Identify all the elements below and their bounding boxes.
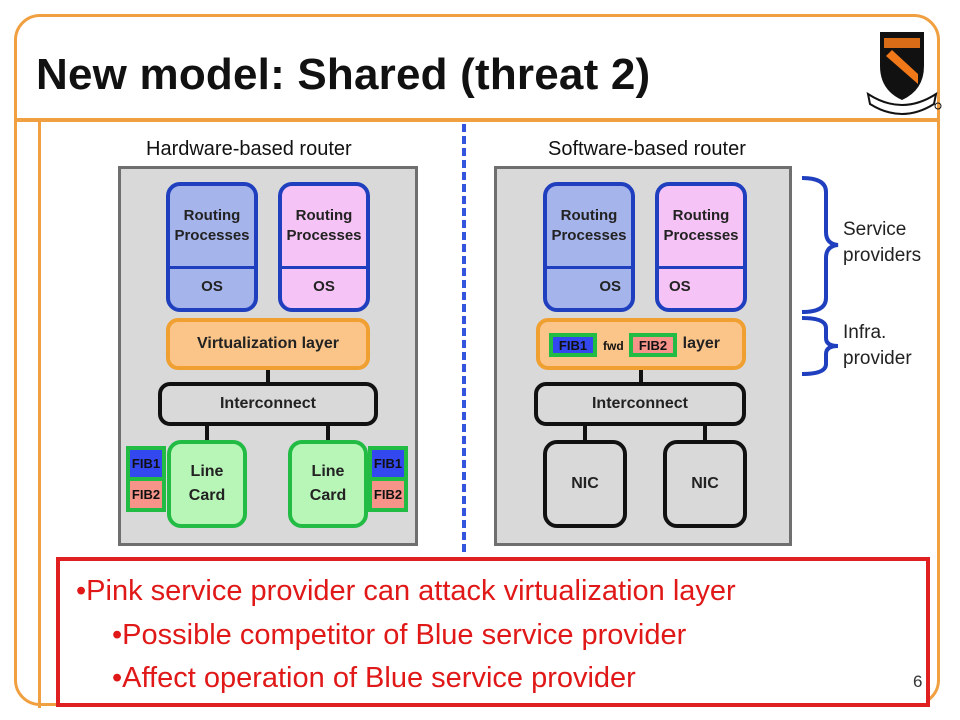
os-label: OS: [313, 277, 335, 295]
routing-processes-label: Routing Processes: [547, 186, 631, 269]
routing-process-pink: Routing Processes OS: [655, 182, 747, 312]
layer-label: layer: [682, 335, 720, 352]
connector-line: [639, 370, 643, 384]
dashed-divider: [462, 124, 466, 552]
routing-processes-label: Routing Processes: [659, 186, 743, 269]
fib2-box: FIB2: [629, 333, 677, 357]
title-rule: [14, 118, 940, 122]
routing-processes-label: Routing Processes: [170, 186, 254, 269]
connector-line: [205, 426, 209, 440]
hardware-router-label: Hardware-based router: [146, 138, 352, 160]
infra-provider-brace: [801, 316, 839, 376]
service-providers-label: Service providers: [843, 219, 922, 266]
nic-left: NIC: [543, 440, 627, 528]
bullet-main: •Pink service provider can attack virtua…: [76, 575, 736, 607]
connector-line: [326, 426, 330, 440]
line-card-left: Line Card: [167, 440, 247, 528]
routing-process-blue: Routing Processes OS: [166, 182, 258, 312]
interconnect-right: Interconnect: [534, 382, 746, 426]
interconnect-left: Interconnect: [158, 382, 378, 426]
university-shield-logo: [866, 32, 942, 115]
fib2-label: FIB2: [372, 481, 404, 508]
fib2-label: FIB2: [130, 481, 162, 508]
page-number: 6: [913, 672, 923, 691]
virtualization-layer: Virtualization layer: [166, 318, 370, 370]
threat-callout-box: •Pink service provider can attack virtua…: [56, 557, 930, 707]
fib-stack-right: FIB1 FIB2: [368, 446, 408, 512]
routing-process-pink: Routing Processes OS: [278, 182, 370, 312]
fib1-label: FIB1: [372, 450, 404, 477]
connector-line: [266, 370, 270, 384]
connector-line: [703, 426, 707, 440]
bullet-sub-1: •Possible competitor of Blue service pro…: [112, 619, 687, 651]
bullet-sub-2: •Affect operation of Blue service provid…: [112, 662, 636, 694]
os-label: OS: [599, 277, 621, 295]
fib-stack-left: FIB1 FIB2: [126, 446, 166, 512]
os-label: OS: [669, 277, 691, 295]
fwd-label: fwd: [603, 339, 624, 353]
left-rule: [38, 120, 41, 708]
slide-title: New model: Shared (threat 2): [36, 50, 651, 99]
fib1-label: FIB1: [130, 450, 162, 477]
infra-provider-label: Infra. provider: [843, 322, 912, 369]
service-providers-brace: [801, 176, 839, 314]
line-card-right: Line Card: [288, 440, 368, 528]
routing-processes-label: Routing Processes: [282, 186, 366, 269]
fib1-box: FIB1: [549, 333, 597, 357]
software-router-label: Software-based router: [548, 138, 746, 160]
nic-right: NIC: [663, 440, 747, 528]
os-label: OS: [201, 277, 223, 295]
routing-process-blue: Routing Processes OS: [543, 182, 635, 312]
connector-line: [583, 426, 587, 440]
